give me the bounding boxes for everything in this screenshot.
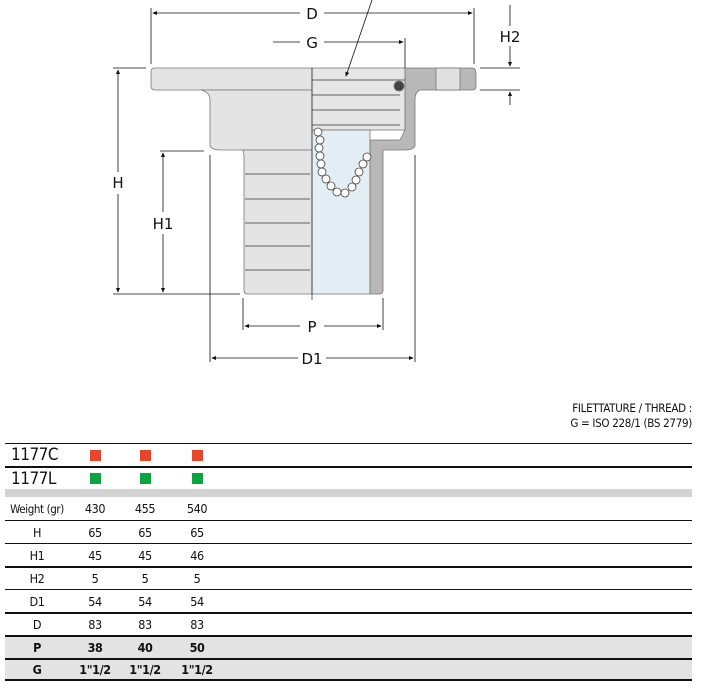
cell: 65 [190, 524, 204, 540]
cell: 540 [186, 501, 208, 516]
row-label: D [32, 617, 42, 632]
table-row-h1: H1 45 45 46 [5, 543, 692, 566]
thread-note-standard: G = ISO 228/1 (BS 2779) [570, 416, 692, 430]
cell: 65 [138, 524, 152, 540]
cell: 1"1/2 [129, 662, 161, 677]
model-row-1177c: 1177C [5, 443, 692, 466]
row-label: P [33, 640, 41, 655]
divider-band [5, 489, 692, 497]
cell: 38 [87, 640, 103, 655]
table-row-weight: Weight (gr) 430 455 540 [5, 497, 692, 520]
dim-label-h1: H1 [153, 215, 174, 233]
cell: 83 [190, 617, 204, 632]
cell: 1"1/2 [79, 662, 111, 677]
spec-table: 1177C 1177L Weight (gr) 430 455 540 H 65… [5, 443, 692, 681]
hose-ribs [245, 173, 310, 271]
cell: 54 [138, 593, 152, 609]
red-square-icon [139, 449, 151, 461]
thread-note-title: FILETTATURE / THREAD : [572, 401, 692, 415]
row-label: H2 [29, 571, 45, 586]
cell: 5 [141, 571, 149, 586]
cell: 83 [88, 617, 102, 632]
cell: 455 [134, 501, 156, 516]
dim-label-d: D [306, 5, 318, 23]
green-square-icon [191, 473, 203, 484]
dimension-lines [113, 5, 520, 362]
table-row-h: H 65 65 65 [5, 520, 692, 543]
cell: 54 [88, 593, 102, 609]
row-label: Weight (gr) [10, 501, 64, 516]
cell: 5 [193, 571, 201, 586]
dim-label-h: H [112, 174, 123, 192]
model-row-1177l: 1177L [5, 466, 692, 489]
fitting-exterior [150, 67, 313, 295]
row-label: G [32, 662, 42, 677]
cell: 40 [137, 640, 153, 655]
dim-label-d1: D1 [301, 350, 322, 368]
table-row-h2: H2 5 5 5 [5, 566, 692, 589]
red-square-icon [191, 449, 203, 461]
green-square-icon [89, 473, 101, 484]
cell: 430 [84, 501, 106, 516]
dim-label-p: P [307, 318, 316, 336]
row-label: H [32, 524, 42, 540]
cell: 46 [190, 547, 204, 563]
model-code: 1177L [11, 468, 56, 489]
thread-note: FILETTATURE / THREAD : G = ISO 228/1 (BS… [570, 401, 692, 431]
cell: 50 [189, 640, 205, 655]
table-row-d1: D1 54 54 54 [5, 589, 692, 612]
cell: 45 [88, 547, 102, 563]
red-square-icon [89, 449, 101, 461]
dim-label-h2: H2 [500, 28, 521, 46]
cell: 5 [91, 571, 99, 586]
cell: 65 [88, 524, 102, 540]
row-label: H1 [29, 547, 45, 563]
cell: 83 [138, 617, 152, 632]
technical-drawing: D G H2 H H1 P D1 [112, 0, 521, 368]
fitting-section [311, 67, 477, 295]
cell: 54 [190, 593, 204, 609]
table-row-d: D 83 83 83 [5, 612, 692, 635]
chain [313, 127, 372, 198]
cell: 1"1/2 [181, 662, 213, 677]
green-square-icon [139, 473, 151, 484]
cell: 45 [138, 547, 152, 563]
model-code: 1177C [11, 445, 59, 465]
table-row-p: P 38 40 50 [5, 635, 692, 658]
table-row-g: G 1"1/2 1"1/2 1"1/2 [5, 658, 692, 681]
row-label: D1 [29, 593, 45, 609]
dim-label-g: G [306, 34, 318, 52]
